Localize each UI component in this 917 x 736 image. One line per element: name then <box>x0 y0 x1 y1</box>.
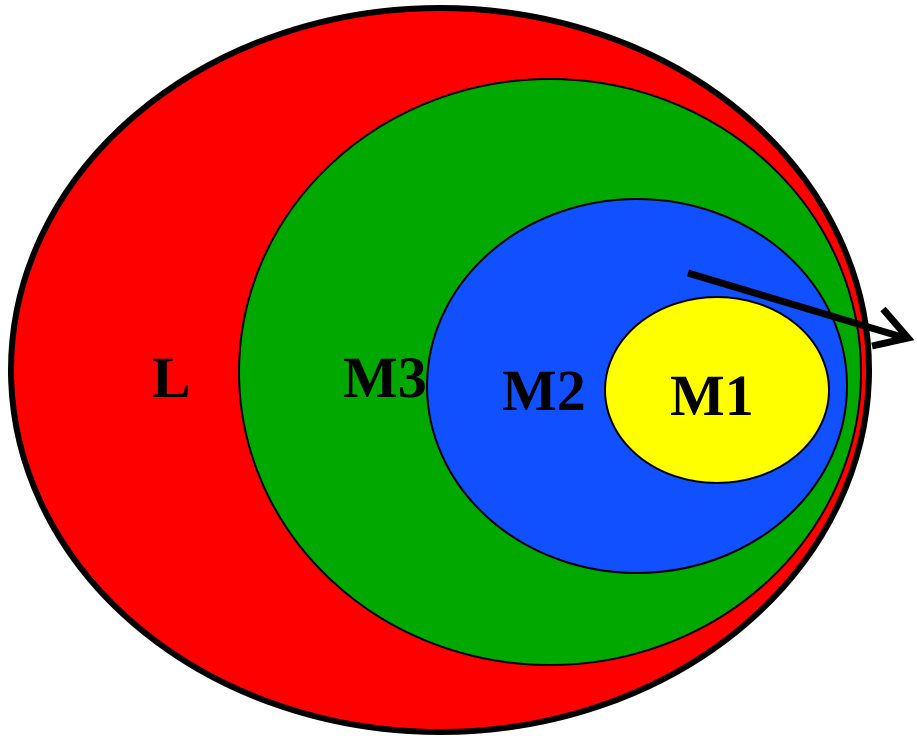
arrow <box>686 269 915 350</box>
region-M3-label: M3 <box>343 345 427 410</box>
region-L-label: L <box>152 345 191 410</box>
arrow-head <box>871 306 915 350</box>
arrow-shaft <box>686 269 907 342</box>
region-M1-label: M1 <box>670 363 754 428</box>
region-M2-label: M2 <box>502 358 586 423</box>
region-M1-ellipse <box>604 296 830 484</box>
